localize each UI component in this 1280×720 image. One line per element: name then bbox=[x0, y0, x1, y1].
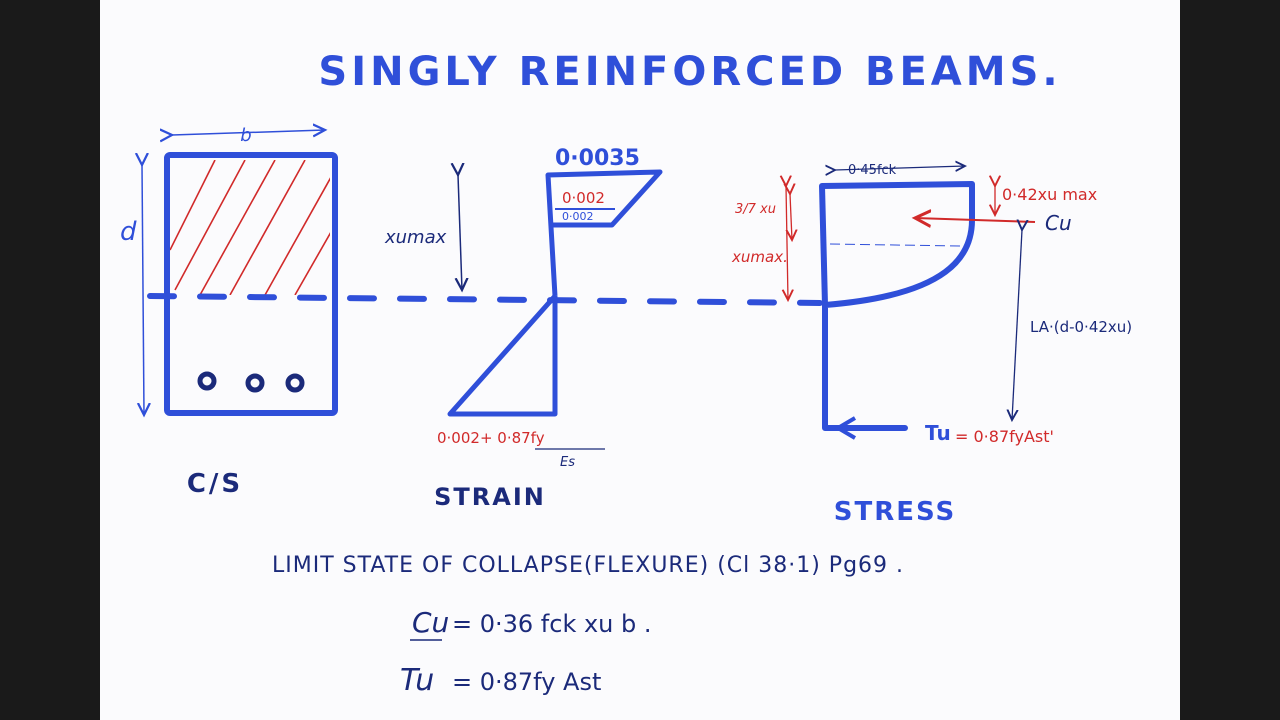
strain-top-block bbox=[545, 169, 663, 297]
compression-zone-hatch bbox=[170, 160, 330, 295]
depth-dimension-arrow bbox=[142, 165, 144, 415]
equation-2-rhs: = 0·87fy Ast bbox=[452, 668, 601, 696]
stress-block-outline bbox=[819, 181, 975, 431]
strain-bottom-triangle bbox=[447, 294, 558, 417]
rebar-3 bbox=[285, 373, 305, 393]
stress-diagram: 0·45fck 3/7 xu xumax. 0·42xu max Cu LA·(… bbox=[731, 163, 1132, 527]
width-dimension-arrow bbox=[172, 130, 325, 135]
stress-caption: STRESS bbox=[834, 497, 957, 527]
width-label: b bbox=[240, 125, 251, 146]
limit-state-heading: LIMIT STATE OF COLLAPSE(FLEXURE) (Cl 38·… bbox=[272, 553, 904, 578]
lever-arm-label: LA·(d-0·42xu) bbox=[1030, 318, 1132, 336]
tension-force-value: = 0·87fyAst' bbox=[955, 427, 1054, 446]
neutral-axis-line bbox=[147, 293, 823, 306]
page-title: SINGLY REINFORCED BEAMS. bbox=[318, 49, 1061, 95]
xumax-dimension-arrow bbox=[458, 175, 462, 290]
strain-diagram: 0·0035 0·002 0·002 xumax 0·002+ 0·87fy E… bbox=[384, 146, 663, 511]
equation-1-rhs: = 0·36 fck xu b . bbox=[452, 610, 652, 638]
strain-value-1: 0·002 bbox=[562, 189, 605, 207]
centroid-label: 0·42xu max bbox=[1002, 185, 1097, 204]
rebar-1 bbox=[197, 371, 217, 391]
beam-section-outline bbox=[164, 152, 338, 416]
strain-caption: STRAIN bbox=[434, 483, 546, 511]
block-depth-arrow bbox=[790, 194, 792, 240]
block-depth-label: 3/7 xu bbox=[735, 202, 776, 217]
lever-arm-arrow bbox=[1012, 230, 1022, 420]
paper-sheet bbox=[100, 0, 1180, 720]
xumax-stress-label: xumax. bbox=[731, 248, 788, 266]
xumax-stress-arrow bbox=[786, 186, 788, 300]
rebar-2 bbox=[245, 373, 265, 393]
cross-section: b d C/S bbox=[120, 125, 338, 499]
top-strain-label: 0·0035 bbox=[555, 146, 640, 171]
fck-label: 0·45fck bbox=[848, 163, 897, 178]
bottom-strain-label: 0·002+ 0·87fy bbox=[437, 429, 545, 447]
tension-force-label: Tu bbox=[925, 421, 951, 445]
bottom-strain-denominator: Es bbox=[560, 455, 575, 470]
strain-value-2: 0·002 bbox=[562, 210, 594, 223]
notes-section: LIMIT STATE OF COLLAPSE(FLEXURE) (Cl 38·… bbox=[272, 553, 904, 698]
compression-force-label: Cu bbox=[1045, 211, 1072, 235]
equation-2-lhs: Tu bbox=[400, 663, 434, 698]
cross-section-caption: C/S bbox=[187, 469, 243, 499]
xumax-label: xumax bbox=[384, 227, 447, 248]
fck-dimension-arrow bbox=[835, 166, 965, 170]
equation-1-lhs: Cu bbox=[412, 606, 449, 639]
depth-label: d bbox=[120, 217, 137, 247]
